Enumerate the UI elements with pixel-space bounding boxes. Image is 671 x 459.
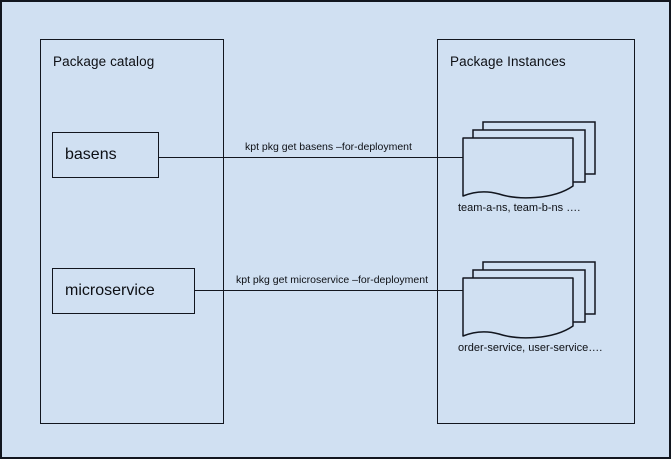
document-stack-caption-basens: team-a-ns, team-b-ns …. xyxy=(458,202,581,214)
document-stack-caption-microservice: order-service, user-service…. xyxy=(458,342,603,354)
document-stack-icon xyxy=(461,114,601,204)
panel-package-catalog-title: Package catalog xyxy=(53,54,155,69)
package-box-microservice-label: microservice xyxy=(65,282,155,299)
package-box-basens-label: basens xyxy=(65,146,117,163)
panel-package-catalog: Package catalog xyxy=(40,39,224,424)
edge-label-basens: kpt pkg get basens –for-deployment xyxy=(245,141,412,153)
package-box-basens[interactable]: basens xyxy=(52,132,159,178)
panel-package-instances-title: Package Instances xyxy=(450,54,566,69)
edge-basens-to-instances xyxy=(159,157,475,158)
package-box-microservice[interactable]: microservice xyxy=(52,268,195,314)
edge-microservice-to-instances xyxy=(195,290,475,291)
edge-label-microservice: kpt pkg get microservice –for-deployment xyxy=(236,274,428,286)
panel-package-instances: Package Instances xyxy=(437,39,635,424)
document-stack-icon xyxy=(461,254,601,344)
